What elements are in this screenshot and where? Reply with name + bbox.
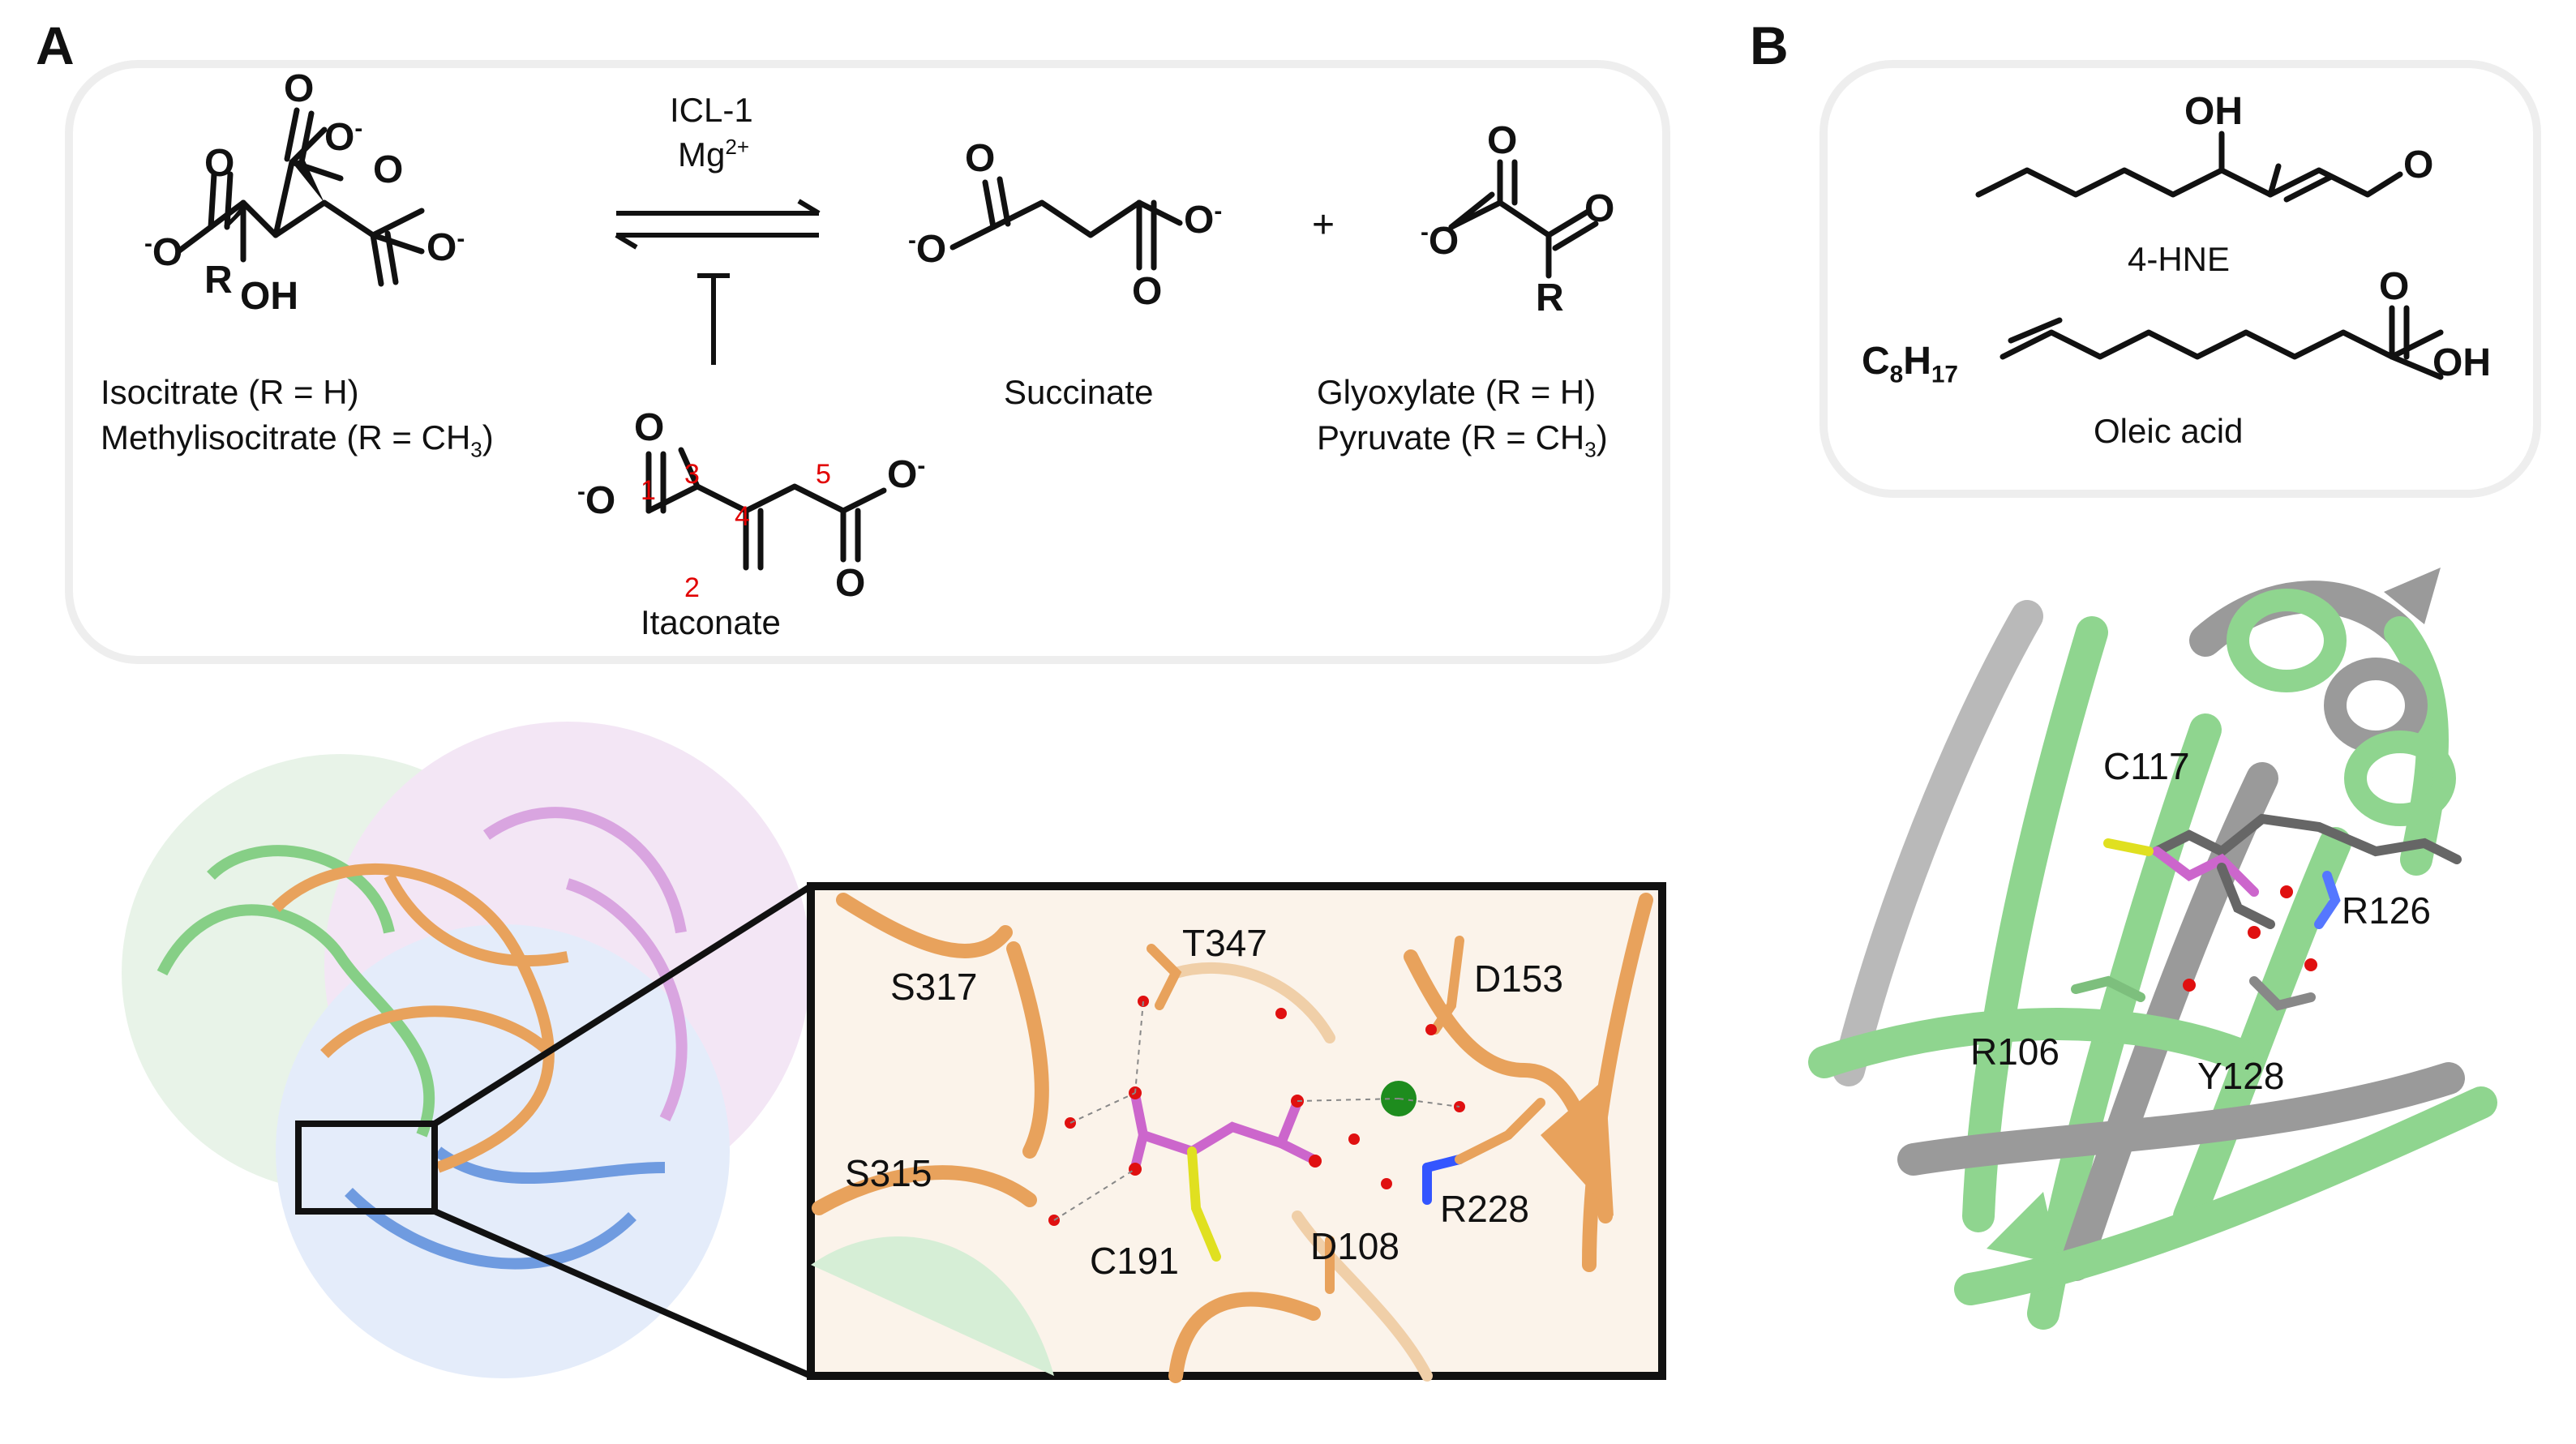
succinate-o-4: O [1132, 270, 1163, 313]
carbon-number-4: 4 [735, 501, 750, 532]
succinate-o-2: -O [908, 227, 947, 271]
itaconate-o-3: O- [887, 452, 926, 496]
residue-d153: D153 [1474, 958, 1563, 1000]
residue-c191: C191 [1090, 1240, 1179, 1282]
oleic-o: O [2379, 265, 2410, 308]
residue-r228: R228 [1440, 1188, 1529, 1230]
carbon-number-2: 2 [684, 572, 700, 603]
hne-oh: OH [2184, 90, 2243, 133]
hne-o: O [2403, 144, 2434, 186]
cofactor-label: Mg2+ [678, 135, 750, 174]
oleic-oh: OH [2432, 341, 2491, 384]
itaconate-o-4: O [835, 562, 866, 605]
carbon-number-3: 3 [684, 459, 700, 490]
itaconate-o-1: O [634, 406, 665, 449]
panel-label-a: A [36, 15, 75, 75]
residue-y128: Y128 [2197, 1055, 2285, 1097]
residue-s317: S317 [890, 966, 978, 1008]
isocitrate-o-5: O- [426, 225, 465, 269]
oleic-label: Oleic acid [2094, 412, 2244, 450]
isocitrate-o-2: O [284, 67, 315, 110]
reaction-scheme-box [65, 60, 1670, 664]
residue-d108: D108 [1310, 1225, 1399, 1267]
residue-r126: R126 [2342, 889, 2431, 932]
residue-s315: S315 [845, 1152, 932, 1194]
isocitrate-o-3: O- [324, 115, 363, 159]
compounds-box [1819, 60, 2541, 498]
itaconate-o-2: -O [577, 478, 616, 522]
succinate-o-3: O- [1184, 198, 1223, 242]
isocitrate-oh: OH [240, 275, 298, 318]
carbon-number-1: 1 [641, 475, 656, 506]
isocitrate-o-6: -O [144, 230, 183, 274]
hne-label: 4-HNE [2128, 240, 2231, 278]
residue-c117: C117 [2103, 745, 2190, 787]
residue-t347: T347 [1182, 922, 1267, 964]
methylisocitrate-label: Methylisocitrate (R = CH3) [101, 418, 494, 462]
c8h17-group: C8H17 [1862, 340, 1958, 388]
enzyme-label: ICL-1 [670, 91, 753, 129]
glyoxylate-label: Glyoxylate (R = H) [1317, 373, 1597, 411]
isocitrate-o-4: O [373, 148, 404, 191]
glyoxylate-o-2: -O [1421, 219, 1459, 263]
residue-r106: R106 [1970, 1031, 2060, 1073]
glyoxylate-o-3: O [1584, 187, 1615, 230]
isocitrate-label: Isocitrate (R = H) [101, 373, 359, 411]
glyoxylate-r: R [1536, 276, 1564, 319]
succinate-label: Succinate [1004, 373, 1154, 411]
isocitrate-r: R [204, 259, 233, 302]
plus-sign: + [1312, 204, 1335, 246]
succinate-o-1: O [965, 137, 996, 180]
glyoxylate-o-1: O [1487, 119, 1518, 162]
carbon-number-5: 5 [816, 459, 831, 490]
panel-label-b: B [1750, 15, 1789, 75]
pyruvate-label: Pyruvate (R = CH3) [1317, 418, 1608, 462]
itaconate-label: Itaconate [641, 603, 781, 641]
isocitrate-o-1: O [204, 142, 235, 185]
